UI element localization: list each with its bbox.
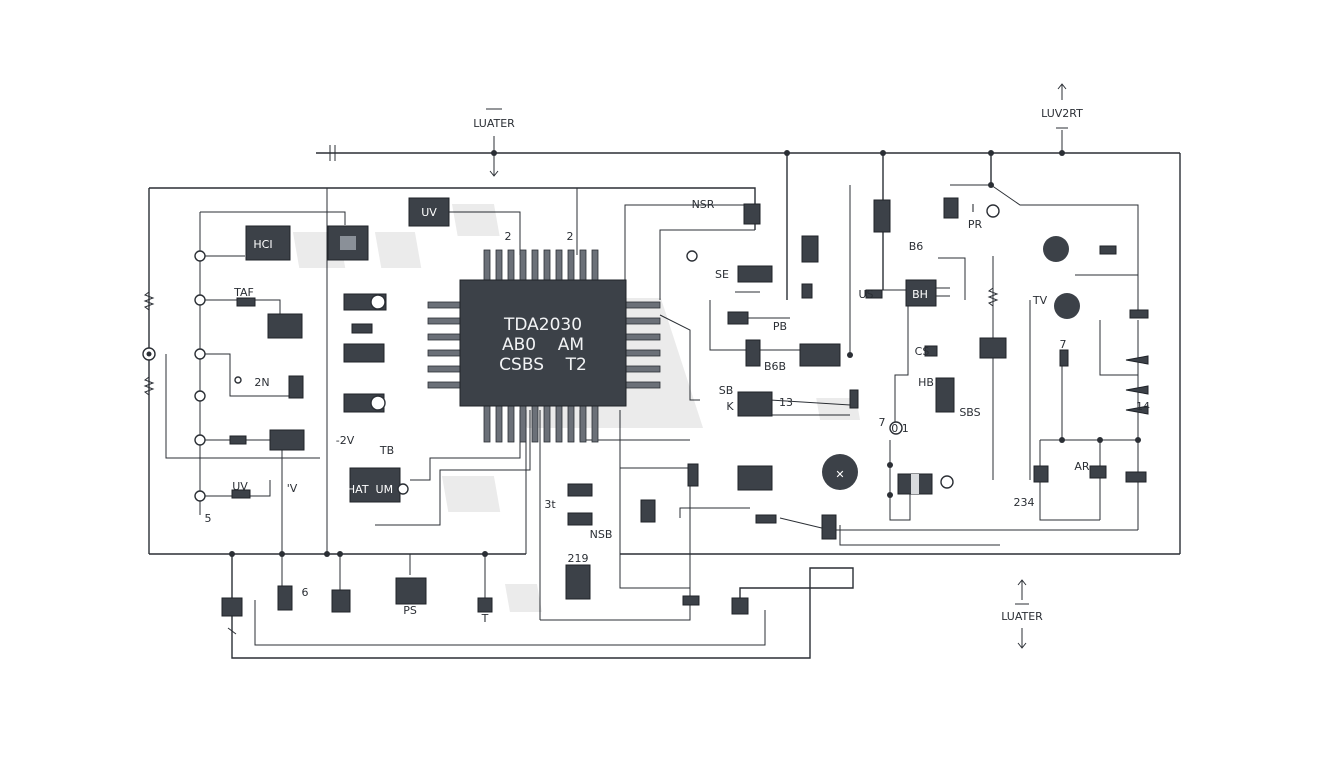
center-small-parts — [343, 293, 387, 413]
label-taf: TAF — [233, 286, 254, 299]
label-219: 219 — [568, 552, 589, 565]
label-7b: 7 — [1060, 338, 1067, 351]
label-nsb: NSB — [590, 528, 613, 541]
input-resistors — [142, 285, 156, 400]
label-hcr: HCI — [253, 238, 272, 251]
label-bottom-supply: LUATER — [1001, 610, 1043, 623]
speaker-icon — [822, 454, 858, 490]
chip-bottom-pins — [483, 403, 599, 443]
label-bh: BH — [912, 288, 928, 301]
resistor-icon — [143, 370, 155, 400]
label-six: 6 — [302, 586, 309, 599]
label-five: 5 — [205, 512, 212, 525]
wiring — [148, 130, 1181, 659]
label-v-mark: 'V — [287, 482, 298, 495]
label-14: 14 — [1136, 400, 1150, 413]
ground-arrow-icon — [489, 170, 499, 177]
component-block-2 — [327, 225, 422, 268]
right-components: ✕ — [686, 197, 1149, 540]
label-pb: PB — [773, 320, 787, 333]
label-ps: PS — [403, 604, 417, 617]
label-tb: TB — [379, 444, 394, 457]
label-top-supply-left: LUATER — [473, 117, 515, 130]
component-2n — [288, 375, 304, 399]
label-sb: SB — [719, 384, 734, 397]
label-tp: T — [481, 612, 489, 625]
label-b6: B6 — [909, 240, 924, 253]
resistor-icon — [987, 280, 999, 314]
tda2030-chip: TDA2030 AB0 AM CSBS T2 — [427, 249, 704, 443]
label-i: I — [971, 202, 974, 215]
potentiometer-icon — [1054, 293, 1080, 319]
label-se: SE — [715, 268, 729, 281]
terminal-column — [194, 250, 206, 502]
label-hat-um: HAT UM — [347, 483, 393, 496]
label-cs: CS — [915, 345, 930, 358]
ground-arrow-icon — [1017, 642, 1027, 649]
supply-arrows — [329, 83, 1068, 649]
junction-dots — [229, 150, 1141, 557]
capacitor-icon — [231, 489, 251, 499]
component-uv-top — [408, 197, 500, 236]
label-tv: TV — [1032, 294, 1048, 307]
capacitor-icon — [229, 435, 247, 445]
small-terminal-icon — [234, 376, 242, 384]
label-hb: HB — [918, 376, 934, 389]
labels: LUATER LUV2RT LUATER 2 2 NSR UV HCI TAF … — [205, 107, 1151, 625]
ground-arrow-icon — [1017, 579, 1027, 586]
taf-capacitor — [236, 297, 256, 307]
label-nsr: NSR — [692, 198, 715, 211]
label-st: 3t — [544, 498, 556, 511]
chip-label-line1: TDA2030 — [503, 315, 582, 335]
label-b6b: B6B — [764, 360, 786, 373]
label-k: K — [726, 400, 734, 413]
resistor-icon — [143, 285, 155, 316]
chip-left-pins — [427, 301, 463, 389]
label-sbs: SBS — [959, 406, 980, 419]
component-taf-block — [267, 313, 303, 339]
label-01: 0 1 — [891, 422, 909, 435]
label-minus2v: -2V — [336, 434, 355, 447]
label-usb: US — [858, 288, 873, 301]
svg-text:✕: ✕ — [835, 468, 844, 481]
label-pin-num-b: 2 — [567, 230, 574, 243]
label-ar: AR — [1074, 460, 1090, 473]
label-pr: PR — [968, 218, 983, 231]
chip-label-line3: CSBS T2 — [499, 355, 587, 375]
label-pin-num-a: 2 — [505, 230, 512, 243]
potentiometer-icon — [1043, 236, 1069, 262]
ground-arrow-icon — [1057, 83, 1067, 90]
component-minus2v — [269, 429, 305, 451]
chip-label-line2: AB0 AM — [502, 335, 584, 355]
label-uv-bottom: UV — [232, 480, 248, 493]
label-7: 7 — [879, 416, 886, 429]
component-hat-um — [349, 467, 501, 512]
label-13: 13 — [779, 396, 793, 409]
bottom-components — [221, 483, 749, 635]
label-2n: 2N — [254, 376, 269, 389]
label-uv-top: UV — [421, 206, 437, 219]
chip-top-pins — [483, 249, 599, 283]
label-top-supply-right: LUV2RT — [1041, 107, 1083, 120]
label-234: 234 — [1014, 496, 1035, 509]
